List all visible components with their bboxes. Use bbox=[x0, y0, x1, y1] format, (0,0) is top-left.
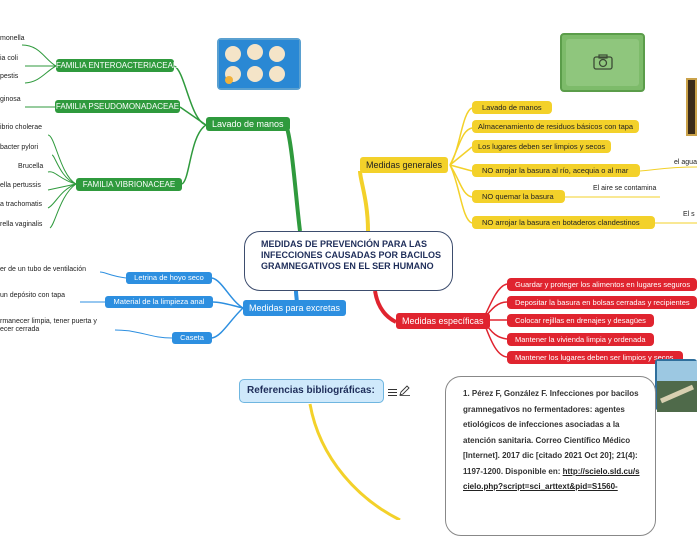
hand-washing-illustration bbox=[219, 40, 299, 88]
family-pseudomonadaceae[interactable]: FAMILIA PSEUDOMONADACEAE bbox=[55, 100, 180, 113]
material-limpieza-anal[interactable]: Material de la limpieza anal bbox=[105, 296, 213, 308]
leaf-escherichia-coli[interactable]: ia coli bbox=[0, 55, 18, 62]
leaf-yersinia-pestis[interactable]: pestis bbox=[0, 73, 19, 80]
leaf-pseudomonas[interactable]: ginosa bbox=[0, 96, 21, 103]
leaf-brucella[interactable]: Brucella bbox=[18, 163, 44, 170]
leaf-tubo-ventilacion[interactable]: er de un tubo de ventilación bbox=[0, 266, 87, 273]
note-aire-contamina[interactable]: El aire se contamina bbox=[593, 185, 657, 192]
image-placeholder[interactable] bbox=[560, 33, 645, 92]
family-vibrionaceae[interactable]: FAMILIA VIBRIONACEAE bbox=[76, 178, 182, 191]
especifica-vivienda-limpia[interactable]: Mantener la vivienda limpia y ordenada bbox=[507, 333, 654, 346]
photo-thumbnail bbox=[686, 78, 697, 136]
referencia-texto: 1. Pérez F, González F. Infecciones por … bbox=[463, 389, 639, 476]
general-no-quemar[interactable]: NO quemar la basura bbox=[472, 190, 565, 203]
medidas-excretas-topic[interactable]: Medidas para excretas bbox=[243, 300, 347, 316]
leaf-gardnerella-vaginalis[interactable]: rella vaginalis bbox=[0, 221, 43, 228]
leaf-helicobacter-pylori[interactable]: bacter pylori bbox=[0, 144, 39, 151]
leaf-bordetella-pertussis[interactable]: ella pertussis bbox=[0, 182, 41, 189]
family-enterobacteriaceae[interactable]: FAMILIA ENTEROACTERIACEAE bbox=[56, 59, 179, 72]
general-no-arrojar-rio[interactable]: NO arrojar la basura al río, acequia o a… bbox=[472, 164, 640, 177]
leaf-caseta-limpia[interactable]: rmanecer limpia, tener puerta y bbox=[0, 318, 97, 325]
general-lavado-manos[interactable]: Lavado de manos bbox=[472, 101, 552, 114]
leaf-salmonella[interactable]: monella bbox=[0, 35, 25, 42]
letrina-hoyo-seco[interactable]: Letrina de hoyo seco bbox=[126, 272, 212, 284]
mind-map-canvas: MEDIDAS DE PREVENCIÓN PARA LAS INFECCION… bbox=[0, 33, 697, 536]
street-illustration bbox=[657, 361, 697, 412]
camera-icon bbox=[593, 54, 613, 70]
edit-icon[interactable] bbox=[399, 383, 411, 396]
notes-icon[interactable] bbox=[388, 384, 397, 396]
general-lugares-limpios[interactable]: Los lugares deben ser limpios y secos bbox=[472, 140, 612, 153]
street-photo bbox=[655, 359, 697, 412]
especifica-rejillas[interactable]: Colocar rejillas en drenajes y desagües bbox=[507, 314, 654, 327]
especifica-depositar-basura[interactable]: Depositar la basura en bolsas cerradas y… bbox=[507, 296, 697, 309]
general-no-botaderos[interactable]: NO arrojar la basura en botaderos clande… bbox=[472, 216, 655, 229]
especifica-lugares-limpios[interactable]: Mantener los lugares deben ser limpios y… bbox=[507, 351, 683, 364]
hand-washing-image bbox=[217, 38, 301, 90]
leaf-chlamydia-trachomatis[interactable]: a trachomatis bbox=[0, 201, 43, 208]
referencias-box[interactable]: 1. Pérez F, González F. Infecciones por … bbox=[445, 376, 656, 536]
lavado-de-manos-topic[interactable]: Lavado de manos bbox=[206, 117, 290, 131]
medidas-generales-topic[interactable]: Medidas generales bbox=[360, 157, 449, 173]
referencias-title[interactable]: Referencias bibliográficas: bbox=[239, 379, 384, 403]
caseta[interactable]: Caseta bbox=[172, 332, 212, 344]
note-agua[interactable]: el agua bbox=[674, 159, 697, 166]
note-suelo[interactable]: El s bbox=[683, 211, 695, 218]
referencia-link[interactable]: http://scielo.sld.cu/scielo.php?script=s… bbox=[463, 466, 640, 492]
especifica-guardar-alimentos[interactable]: Guardar y proteger los alimentos en luga… bbox=[507, 278, 697, 291]
central-topic[interactable]: MEDIDAS DE PREVENCIÓN PARA LAS INFECCION… bbox=[244, 231, 453, 291]
image-placeholder-inner bbox=[566, 39, 639, 86]
leaf-caseta-cerrada[interactable]: ecer cerrada bbox=[0, 326, 40, 333]
medidas-especificas-topic[interactable]: Medidas específicas bbox=[396, 313, 490, 329]
leaf-deposito-tapa[interactable]: un depósito con tapa bbox=[0, 292, 65, 299]
general-almacenamiento-residuos[interactable]: Almacenamiento de residuos básicos con t… bbox=[472, 120, 640, 133]
leaf-vibrio-cholerae[interactable]: ibrio cholerae bbox=[0, 124, 43, 131]
